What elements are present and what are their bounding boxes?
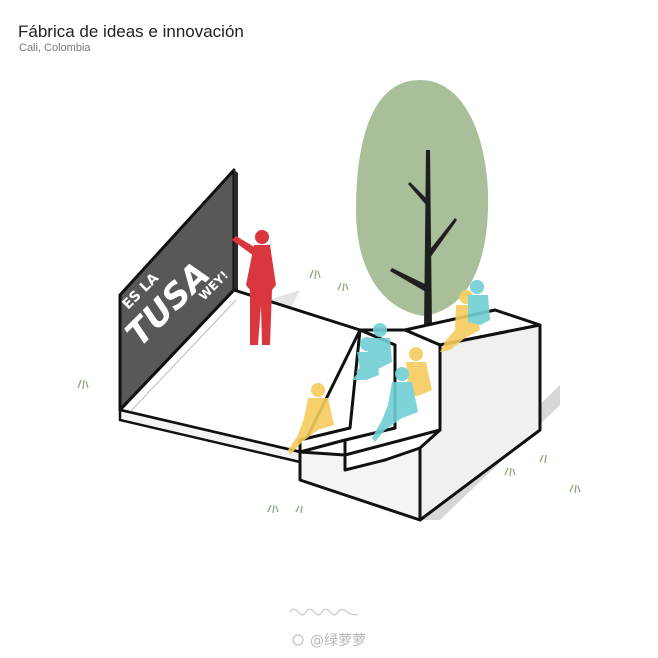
audience-member-blue xyxy=(352,337,379,380)
grass-tufts xyxy=(77,269,581,514)
audience-member-blue xyxy=(468,280,490,325)
artist-signature xyxy=(289,608,359,616)
bleacher-front-face xyxy=(298,446,422,522)
audience-member-blue xyxy=(372,367,418,442)
tree xyxy=(356,80,489,330)
tree-branch xyxy=(408,182,428,206)
weibo-icon xyxy=(292,634,304,646)
blackboard-wall-thickness xyxy=(234,170,238,293)
audience-member-yellow xyxy=(288,383,334,455)
tree-branch xyxy=(390,268,427,292)
tree-branch xyxy=(428,218,457,258)
audience xyxy=(288,280,490,455)
speaker-figure xyxy=(232,230,276,345)
page-title: Fábrica de ideas e innovación xyxy=(18,22,244,41)
watermark-handle: @绿萝萝 xyxy=(310,633,366,649)
stage-floor-inner-edge xyxy=(127,299,237,415)
page-subtitle-location: Cali, Colombia xyxy=(19,42,91,54)
